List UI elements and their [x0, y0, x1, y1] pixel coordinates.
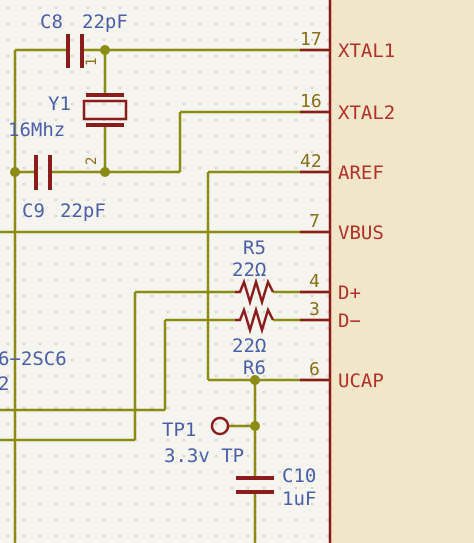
c9-value: 22pF [60, 200, 106, 222]
pin-name-ucap: UCAP [338, 370, 384, 392]
y1-crystal-symbol [82, 93, 128, 127]
c10-capacitor-symbol [236, 476, 274, 494]
y1-pin2-number: 2 [84, 157, 100, 165]
ic-body [328, 0, 474, 543]
tp1-testpoint-symbol [210, 416, 230, 436]
c10-value: 1uF [282, 488, 316, 510]
pin-number: 42 [300, 151, 322, 172]
r5-ref: R5 [243, 237, 266, 259]
y1-pin1-number: 1 [84, 58, 100, 66]
c9-capacitor-symbol [34, 155, 52, 190]
pin-number: 17 [300, 29, 322, 50]
partial-net-label-2: 2 [0, 373, 9, 395]
junction-dot [10, 167, 20, 177]
junction-dot [250, 375, 260, 385]
pin-number: 3 [309, 299, 320, 320]
junction-dot [100, 45, 110, 55]
pin-name-dminus: D− [338, 310, 361, 332]
c10-ref: C10 [282, 465, 316, 487]
tp1-ref: TP1 [162, 419, 196, 441]
r5-value: 22Ω [232, 259, 266, 281]
c8-value: 22pF [82, 11, 128, 33]
pin-name-xtal1: XTAL1 [338, 40, 395, 62]
c8-ref: C8 [40, 11, 63, 33]
pin-number: 6 [309, 359, 320, 380]
pin-number: 7 [309, 211, 320, 232]
r5-resistor-symbol [235, 277, 275, 307]
pin-number: 4 [309, 271, 320, 292]
c9-ref: C9 [22, 200, 45, 222]
r6-value: 22Ω [232, 335, 266, 357]
y1-value: 16Mhz [8, 119, 65, 141]
pin-name-dplus: D+ [338, 282, 361, 304]
junctions [10, 45, 260, 431]
r6-ref: R6 [243, 357, 266, 379]
pin-name-vbus: VBUS [338, 222, 384, 244]
tp1-value: 3.3v TP [164, 445, 244, 467]
junction-dot [250, 421, 260, 431]
pin-number: 16 [300, 91, 322, 112]
pin-name-xtal2: XTAL2 [338, 102, 395, 124]
pin-name-aref: AREF [338, 162, 384, 184]
y1-ref: Y1 [48, 93, 71, 115]
r6-resistor-symbol [235, 305, 275, 335]
junction-dot [100, 167, 110, 177]
c8-capacitor-symbol [66, 34, 84, 68]
partial-net-label-1: 6−2SC6 [0, 348, 67, 370]
ic-pin-stubs [300, 48, 330, 382]
